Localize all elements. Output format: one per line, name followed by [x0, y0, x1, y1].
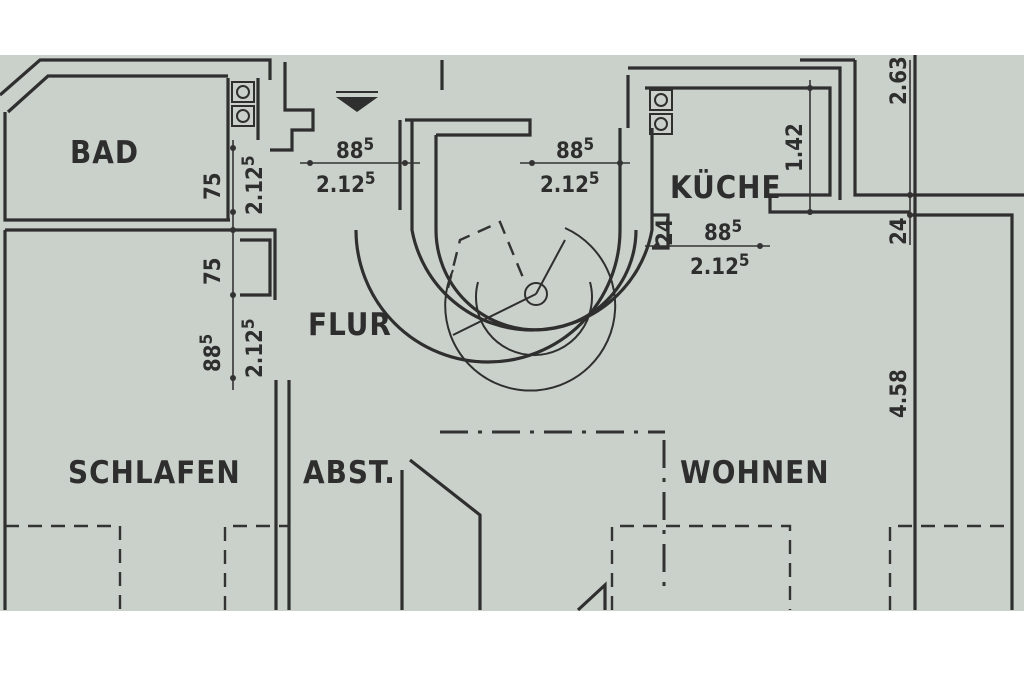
- room-label-schlafen: SCHLAFEN: [68, 455, 241, 491]
- dim-door-88-stair: 885: [556, 135, 594, 164]
- dim-bad-75: 75: [201, 172, 226, 200]
- dim-kueche-24: 24: [653, 218, 678, 246]
- dim-door-212-stair: 2.125: [540, 169, 600, 198]
- entry-arrow-icon: [336, 97, 378, 112]
- dim-door-212-flur: 2.125: [316, 169, 376, 198]
- dim-schlafen-88: 885: [197, 334, 226, 372]
- dim-right-263: 2.63: [887, 56, 912, 105]
- room-label-wohnen: WOHNEN: [680, 455, 830, 491]
- room-label-bad: BAD: [70, 135, 139, 171]
- dim-kueche-142: 1.42: [783, 123, 808, 172]
- walls: [0, 55, 1024, 612]
- dim-right-24: 24: [887, 217, 912, 245]
- spiral-stair: [444, 220, 617, 392]
- dim-door-212-kueche: 2.125: [690, 251, 750, 280]
- dim-door-88-flur: 885: [336, 135, 374, 164]
- dim-door-88-kueche: 885: [704, 217, 742, 246]
- dim-schlafen-212: 2.125: [239, 319, 268, 379]
- room-label-abst: ABST.: [303, 455, 396, 491]
- dim-bad-212: 2.125: [239, 156, 268, 216]
- furniture-outlines: [5, 430, 1012, 610]
- dim-wohnen-458: 4.58: [887, 369, 912, 418]
- room-label-flur: FLUR: [308, 307, 392, 343]
- room-label-kueche: KÜCHE: [670, 169, 782, 206]
- dim-schlafen-75: 75: [201, 257, 226, 285]
- dimension-lines: [230, 60, 913, 390]
- plan-paper: [0, 55, 1024, 611]
